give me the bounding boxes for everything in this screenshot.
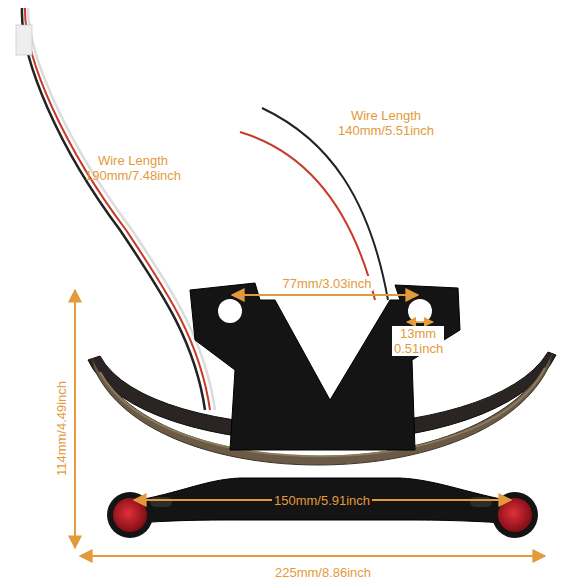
wire-length: Wire Length 140mm/5.51inch [329,108,443,138]
dimension-label: 114mm/4.49inch [55,378,70,477]
dimension-label: 13mm 0.51inch [392,326,444,356]
wire-length: Wire Length 190mm/7.48inch [76,153,190,183]
dimension-label: 150mm/5.91inch [272,493,372,508]
dimension-label: 77mm/3.03inch [281,276,374,291]
dimension-label: 225mm/8.86inch [273,565,373,580]
